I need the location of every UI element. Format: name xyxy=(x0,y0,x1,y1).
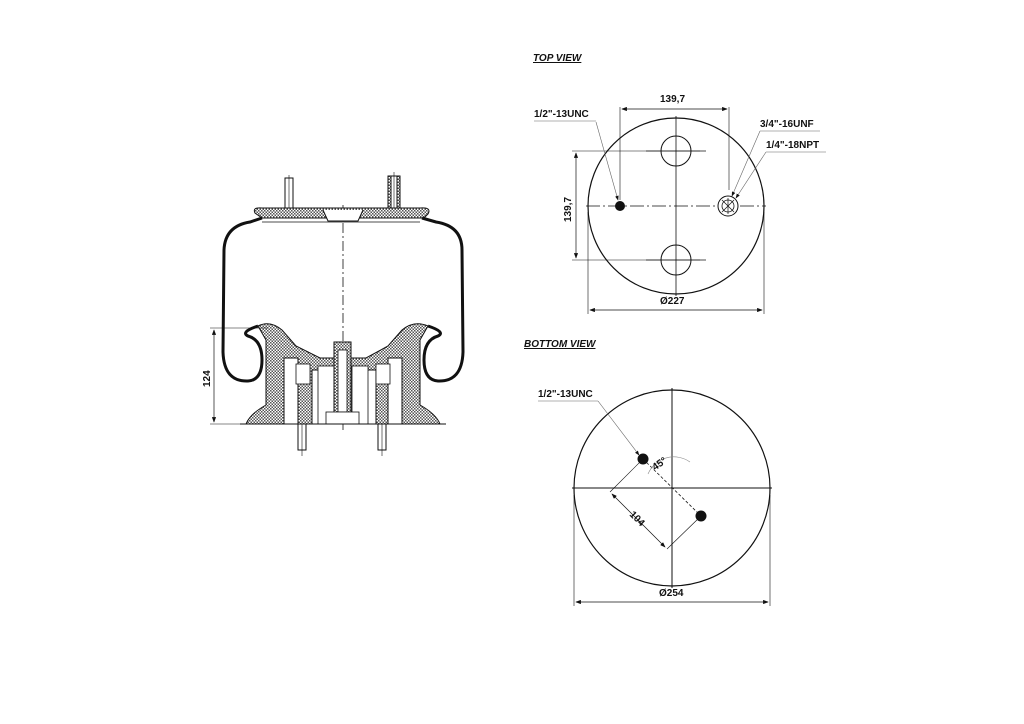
top-view-diameter: Ø227 xyxy=(660,296,685,307)
top-view-air-fitting-callout: 3/4"-16UNF xyxy=(760,119,814,130)
bottom-view-title: BOTTOM VIEW xyxy=(524,339,596,350)
bottom-view-stud-callout: 1/2"-13UNC xyxy=(538,389,593,400)
top-view-title: TOP VIEW xyxy=(533,53,582,64)
bottom-view xyxy=(538,388,772,606)
side-height-dimension: 124 xyxy=(202,370,213,387)
top-view-port-callout: 1/4"-18NPT xyxy=(766,140,820,151)
top-stud-right xyxy=(387,172,401,218)
bottom-view-diameter: Ø254 xyxy=(659,588,684,599)
top-view-horizontal-spacing: 139,7 xyxy=(660,94,686,105)
top-view xyxy=(534,106,826,314)
side-view xyxy=(210,172,465,456)
top-view-vertical-spacing: 139,7 xyxy=(563,196,574,222)
top-view-stud-callout: 1/2"-13UNC xyxy=(534,109,589,120)
